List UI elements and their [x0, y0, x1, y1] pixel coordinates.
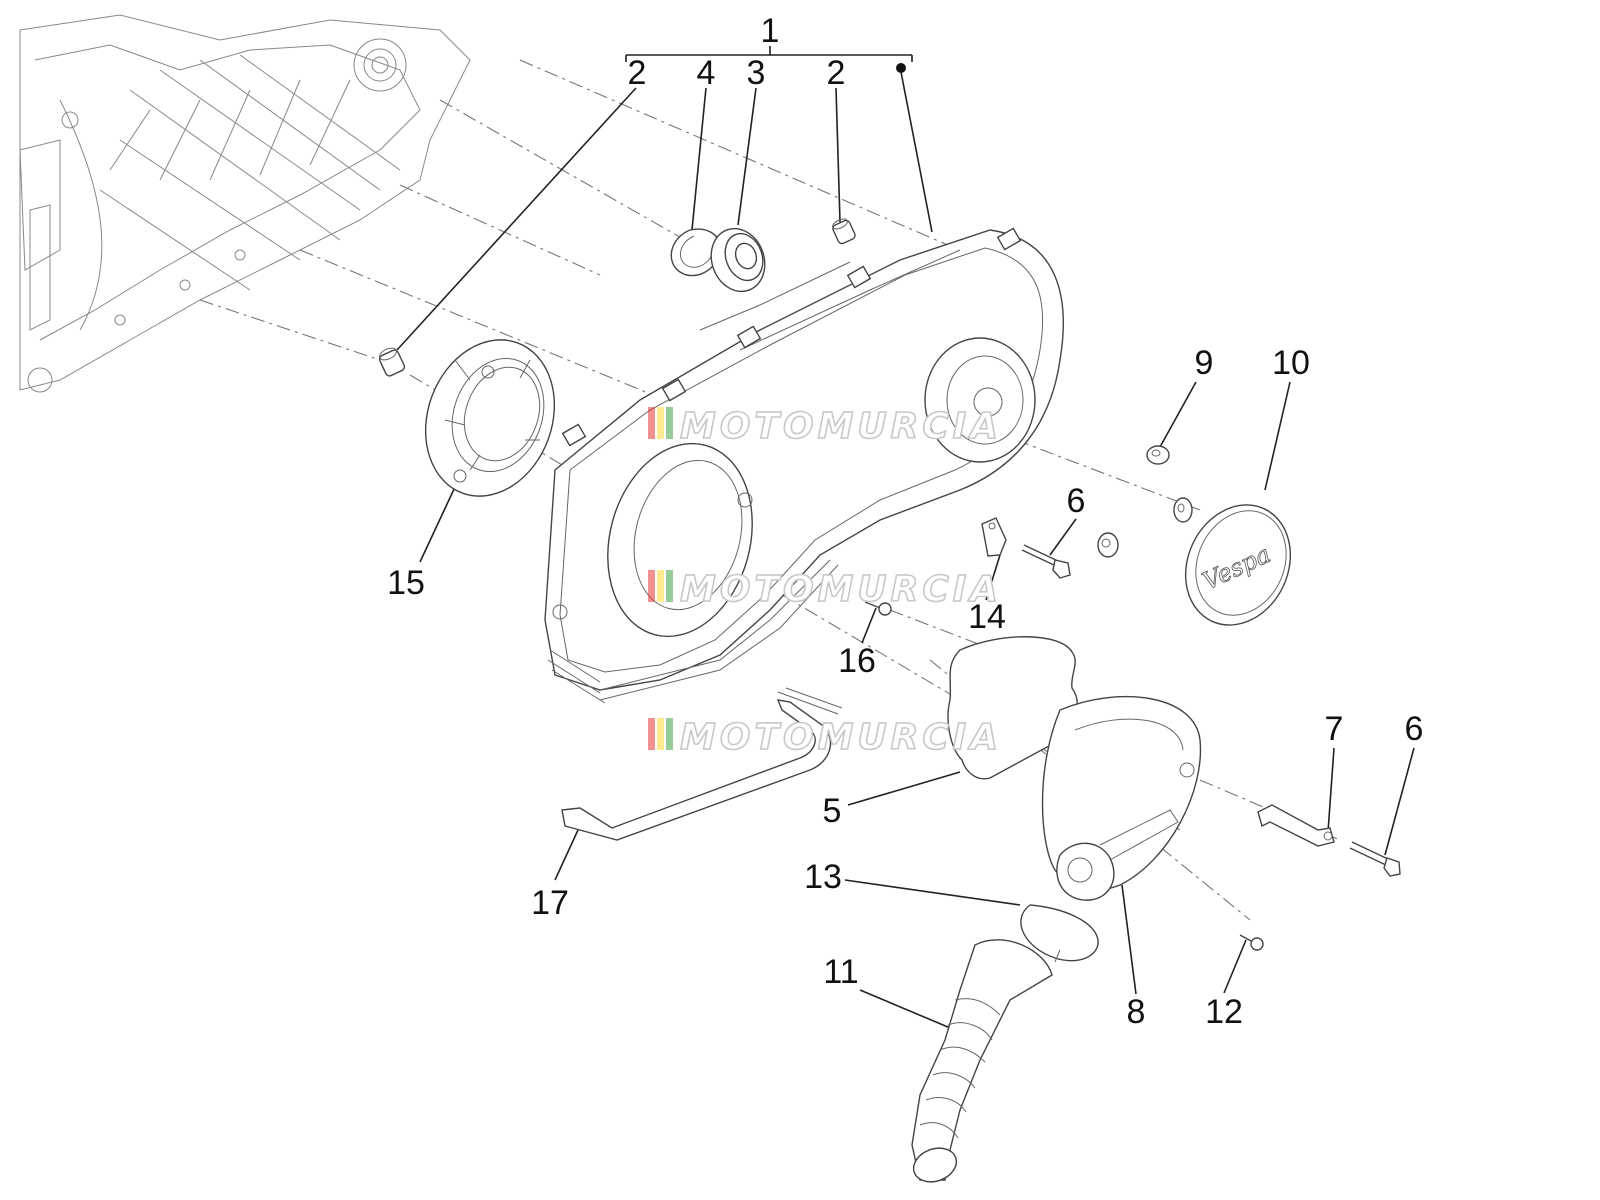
watermark-bottom: MOTOMURCIA — [648, 716, 1002, 759]
bolt-lower — [1349, 841, 1401, 877]
seal-plate — [424, 339, 556, 497]
crankcase-ghost — [19, 14, 471, 393]
leader-lines — [396, 46, 1415, 1031]
callout-7: 7 — [1325, 710, 1344, 748]
watermark-middle: MOTOMURCIA — [648, 568, 1002, 611]
watermark-stripe-red — [648, 718, 655, 750]
watermark-stripe-green — [666, 718, 673, 750]
watermark-stripe-yellow — [657, 718, 664, 750]
callout-17: 17 — [531, 884, 569, 922]
watermark-stripe-green — [666, 407, 673, 439]
bracket-clip — [981, 517, 1007, 557]
screw — [1239, 934, 1264, 951]
callout-15: 15 — [387, 564, 425, 602]
callout-3: 3 — [747, 54, 766, 92]
intake-housing — [1041, 695, 1202, 901]
watermark-stripe-yellow — [657, 407, 664, 439]
hook-rod — [561, 687, 843, 841]
watermark-stripe-green — [666, 570, 673, 602]
bolt-upper — [1021, 544, 1071, 579]
rubber-grommet-a — [1146, 445, 1170, 465]
callout-6-lower: 6 — [1405, 710, 1424, 748]
logo-cap: Vespa — [1184, 504, 1292, 626]
bearing — [710, 227, 766, 293]
transmission-cover — [544, 227, 1064, 704]
circlip — [670, 228, 721, 277]
callout-labels: 1 2 4 3 2 9 10 6 15 14 16 7 6 5 13 17 11… — [387, 12, 1423, 1031]
callout-12: 12 — [1205, 993, 1243, 1031]
intake-bellows-hose — [911, 939, 1053, 1183]
hose-clamp — [1020, 904, 1099, 963]
callout-14: 14 — [968, 598, 1006, 636]
rubber-grommet-c — [1097, 532, 1119, 558]
callout-5: 5 — [823, 792, 842, 830]
watermark-stripe-yellow — [657, 570, 664, 602]
mounting-bracket — [1257, 804, 1335, 847]
callout-2-left: 2 — [628, 54, 647, 92]
small-screw — [864, 601, 892, 616]
callout-4: 4 — [697, 54, 716, 92]
callout-9: 9 — [1195, 344, 1214, 382]
callout-13: 13 — [804, 858, 842, 896]
watermark-text: MOTOMURCIA — [680, 406, 1002, 447]
rubber-grommet-b — [1173, 497, 1193, 523]
callout-10: 10 — [1272, 344, 1310, 382]
callout-16: 16 — [838, 642, 876, 680]
watermark-top: MOTOMURCIA — [648, 405, 1002, 448]
callout-11: 11 — [823, 953, 858, 991]
dowel-pin-right — [832, 218, 856, 245]
callout-1: 1 — [761, 12, 780, 50]
watermark-text: MOTOMURCIA — [680, 717, 1002, 758]
watermark-stripe-red — [648, 407, 655, 439]
callout-8: 8 — [1127, 993, 1146, 1031]
callout-6-upper: 6 — [1067, 482, 1086, 520]
callout-2-right: 2 — [827, 54, 846, 92]
watermark-text: MOTOMURCIA — [680, 569, 1002, 610]
dowel-pin-left — [378, 347, 406, 377]
watermark-stripe-red — [648, 570, 655, 602]
